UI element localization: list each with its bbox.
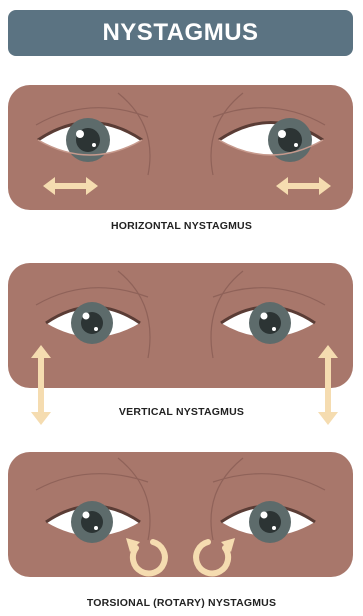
caption-horizontal: HORIZONTAL NYSTAGMUS (0, 220, 363, 232)
panel-horizontal (8, 85, 353, 210)
page-title: NYSTAGMUS (102, 19, 258, 47)
title-banner: NYSTAGMUS (8, 10, 353, 56)
panel-torsional (8, 452, 353, 577)
vertical-eyes-illustration (8, 263, 353, 388)
panel-vertical (8, 263, 353, 388)
caption-vertical: VERTICAL NYSTAGMUS (0, 406, 363, 418)
horizontal-eyes-illustration (8, 85, 353, 210)
torsional-eyes-illustration (8, 452, 353, 577)
caption-torsional: TORSIONAL (ROTARY) NYSTAGMUS (0, 597, 363, 609)
